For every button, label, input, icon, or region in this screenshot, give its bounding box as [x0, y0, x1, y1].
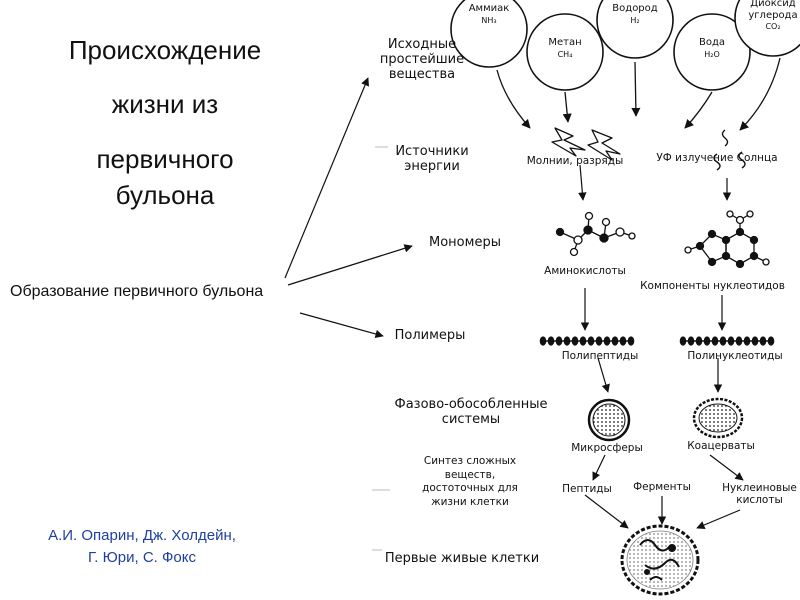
- chain-bead: [703, 336, 711, 346]
- amino-acid-molecule-icon: [555, 211, 636, 257]
- chain-bead: [627, 336, 635, 346]
- polypeptide-chain-icon: [539, 336, 635, 346]
- title-line-1: Происхождение: [68, 35, 262, 65]
- chain-bead: [611, 336, 619, 346]
- title-line-2: жизни из: [111, 89, 219, 119]
- circle-co2: [734, 0, 800, 57]
- label-amino-acids: Аминокислоты: [544, 265, 626, 277]
- chain-bead: [619, 336, 627, 346]
- arrow-to-polymers: [299, 312, 384, 339]
- chain-bead: [595, 336, 603, 346]
- label-polynucleotides: Полинуклеотиды: [687, 350, 783, 362]
- substance-circles: [450, 0, 800, 91]
- label-coacervates: Коацерваты: [687, 440, 755, 452]
- chain-bead: [743, 336, 751, 346]
- chain-bead: [711, 336, 719, 346]
- stage-initial-substances: Исходные простейшие вещества: [379, 37, 465, 82]
- label-nucleic-acids: Нуклеиновые кислоты: [722, 482, 797, 507]
- chain-bead: [571, 336, 579, 346]
- chain-bead: [547, 336, 555, 346]
- fan-arrows: [284, 77, 413, 339]
- chain-bead: [579, 336, 587, 346]
- arrow-to-monomers: [287, 244, 413, 286]
- nucleotide-molecule-icon: [684, 210, 770, 269]
- polynucleotide-chain-icon: [679, 336, 775, 346]
- title-line-3: первичного: [96, 144, 234, 174]
- chain-bead: [603, 336, 611, 346]
- authors-line-1: А.И. Опарин, Дж. Холдейн,: [48, 527, 236, 544]
- microsphere-icon: [587, 398, 631, 442]
- circle-methane: [526, 13, 604, 91]
- chain-bead: [539, 336, 547, 346]
- authors-line-2: Г. Юри, С. Фокс: [88, 549, 196, 566]
- stage-energy-sources: Источники энергии: [395, 144, 469, 174]
- label-peptides: Пептиды: [562, 483, 612, 495]
- stage-first-cells: Первые живые клетки: [384, 551, 540, 566]
- chain-bead: [555, 336, 563, 346]
- title-line-4: бульона: [115, 180, 215, 210]
- lightning-bolts-icon: [551, 127, 621, 161]
- curved-arrows: [496, 57, 781, 131]
- coacervate-icon: [692, 397, 744, 439]
- stage-phase-systems: Фазово-обособленные системы: [394, 397, 548, 427]
- stage-synthesis: Синтез сложных веществ, достоточных для …: [422, 455, 518, 508]
- label-microspheres: Микросферы: [571, 442, 643, 454]
- stage-monomers: Мономеры: [429, 235, 501, 250]
- chain-bead: [719, 336, 727, 346]
- first-cell-icon: [620, 524, 700, 596]
- label-enzymes: Ферменты: [633, 481, 691, 493]
- arrow-to-initial: [284, 77, 369, 279]
- chain-bead: [687, 336, 695, 346]
- chain-bead: [727, 336, 735, 346]
- chain-bead: [695, 336, 703, 346]
- chain-bead: [735, 336, 743, 346]
- lead-label: Образование первичного бульона: [10, 283, 264, 300]
- chain-bead: [767, 336, 775, 346]
- faint-dashes: [372, 146, 390, 551]
- label-polypeptides: Полипептиды: [561, 350, 639, 362]
- circle-hydrogen: [596, 0, 674, 59]
- label-uv: УФ излучение Солнца: [656, 152, 778, 164]
- chain-bead: [759, 336, 767, 346]
- circle-water: [673, 13, 751, 91]
- label-nucleotide-components: Компоненты нуклеотидов: [640, 280, 785, 292]
- chain-bead: [563, 336, 571, 346]
- stage-polymers: Полимеры: [394, 328, 466, 343]
- chain-bead: [751, 336, 759, 346]
- flow-arrows: [578, 164, 744, 529]
- uv-squiggles-icon: [713, 129, 746, 171]
- chain-bead: [587, 336, 595, 346]
- circle-ammonia: [450, 0, 528, 68]
- label-lightning: Молнии, разряды: [526, 155, 624, 167]
- chain-bead: [679, 336, 687, 346]
